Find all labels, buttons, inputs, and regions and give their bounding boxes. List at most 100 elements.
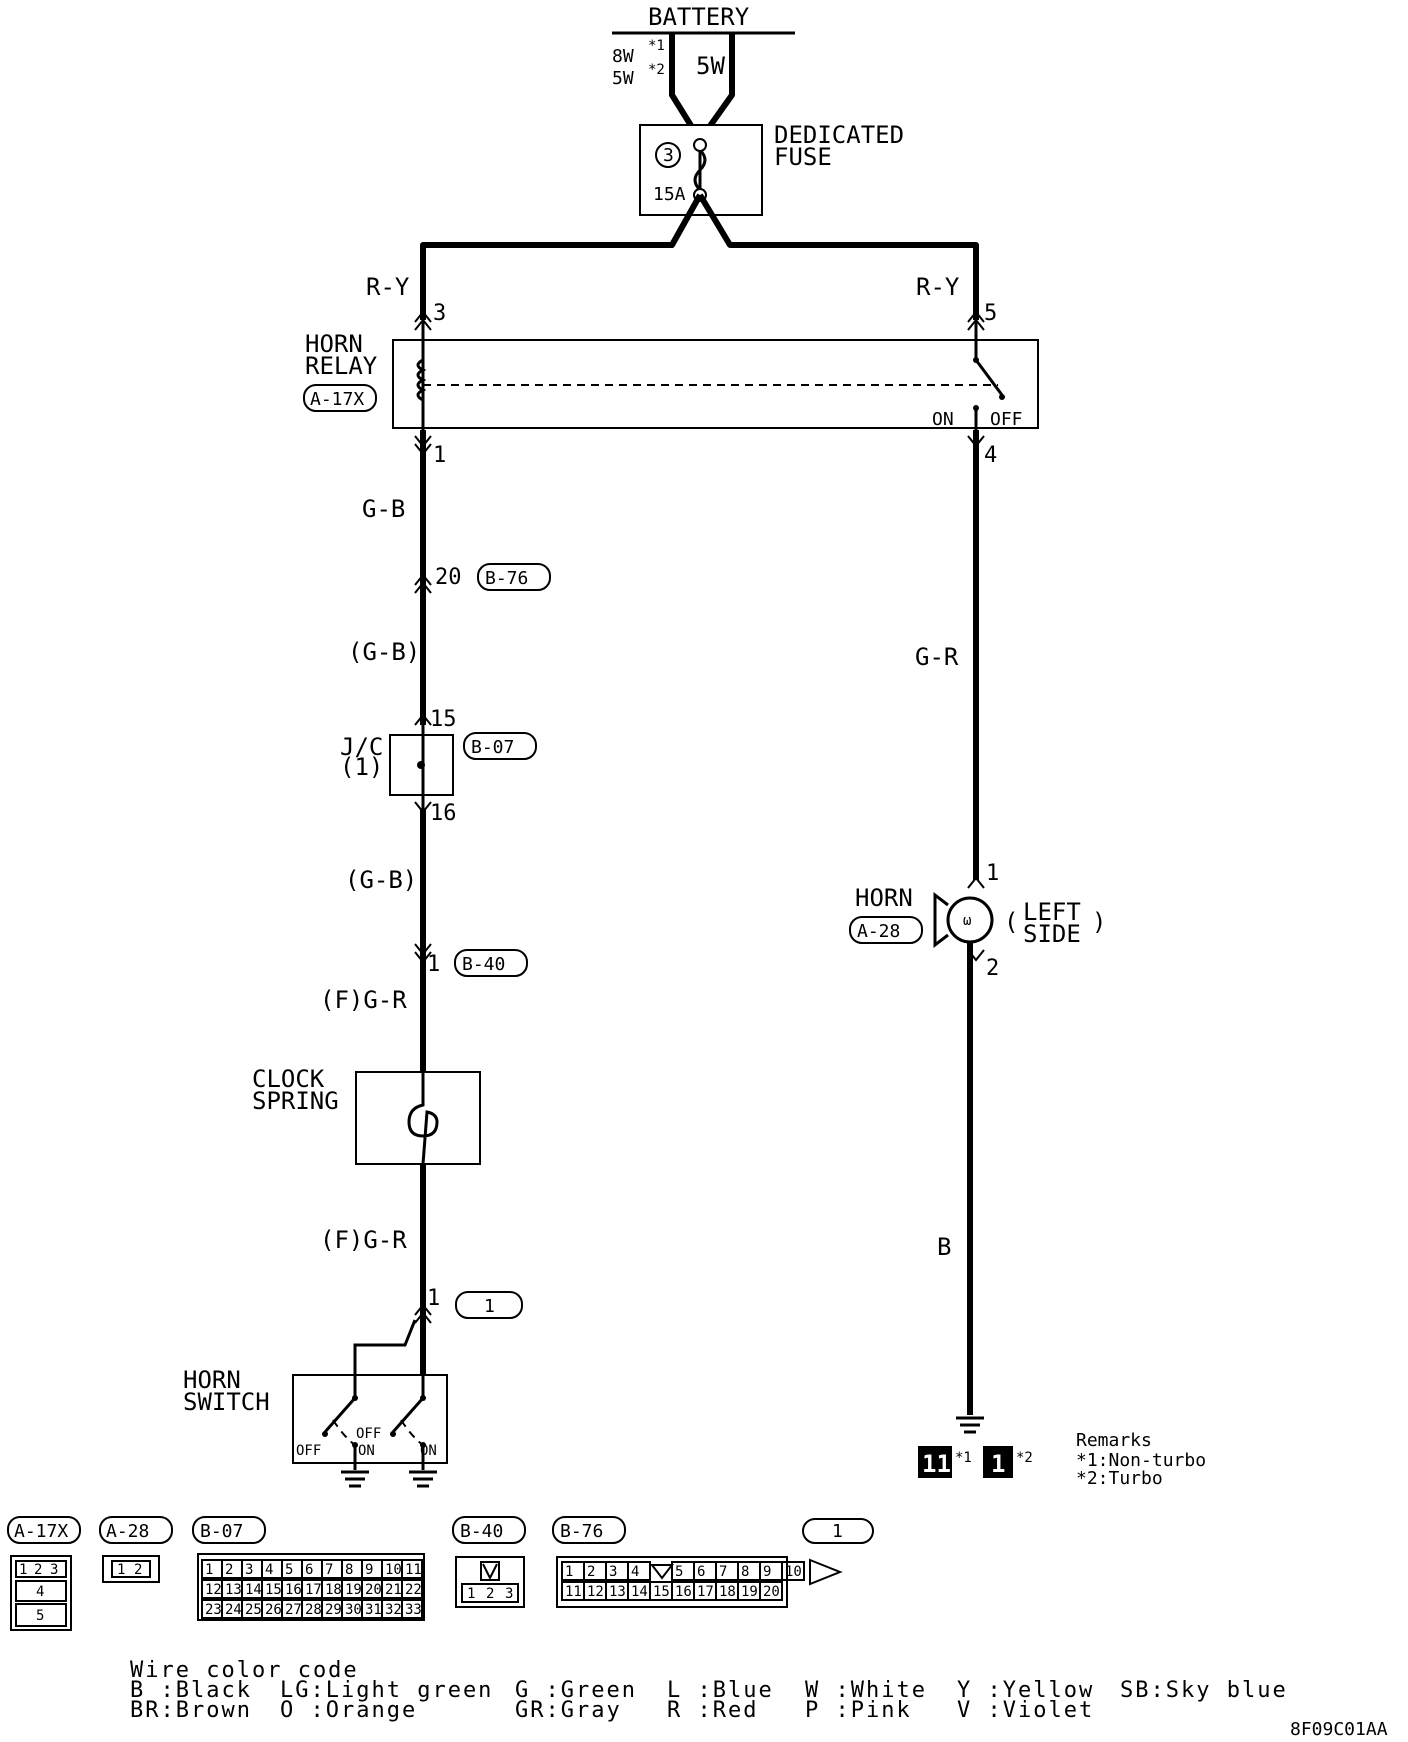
wire-label-gb: G-B (362, 495, 405, 523)
b76-view-label: B-76 (560, 1521, 603, 1542)
legend-item: SB:Sky blue (1120, 1678, 1288, 1703)
wire-label-gr: G-R (915, 643, 959, 671)
horn-label: HORN (855, 884, 913, 912)
a28-label: A-28 (106, 1521, 149, 1542)
b76-pin-label: 7 (719, 1564, 727, 1580)
b07-pin-label: 13 (225, 1582, 242, 1598)
svg-text:(: ( (1004, 908, 1018, 936)
b40-pin: 1 (427, 952, 440, 977)
b76-pin-label: 17 (697, 1584, 714, 1600)
relay-pin-5: 5 (984, 301, 997, 326)
b76-pin-label: 11 (565, 1584, 582, 1600)
b07-pin-label: 16 (285, 1582, 302, 1598)
legend-item: GR:Gray (515, 1698, 622, 1723)
ground-mark-1-note: *2 (1016, 1450, 1033, 1466)
relay-label-2: RELAY (305, 352, 378, 380)
b07-pin-label: 21 (385, 1582, 402, 1598)
b07-pin-label: 2 (225, 1562, 233, 1578)
b07-pin-label: 22 (405, 1582, 422, 1598)
horn-switch: OFF ON OFF ON HORN SWITCH (183, 1319, 448, 1488)
ground-symbol (956, 1416, 984, 1434)
b76-pin-label: 12 (587, 1584, 604, 1600)
horn-connector: A-28 (857, 921, 900, 942)
connector-b40: B-40 1 2 3 (452, 1516, 526, 1608)
horn-relay: ON OFF HORN RELAY A-17X (303, 310, 1039, 430)
wire-battery-left (697, 33, 735, 142)
b07-pin-label: 18 (325, 1582, 342, 1598)
remarks-title: Remarks (1076, 1430, 1152, 1451)
clock-spring-label-1: CLOCK (252, 1065, 325, 1093)
b07-pin-label: 7 (325, 1562, 333, 1578)
switch-connector: 1 (484, 1296, 495, 1317)
b76-pin-label: 13 (609, 1584, 626, 1600)
relay-pin-4: 4 (984, 443, 997, 468)
legend-item: V :Violet (957, 1698, 1094, 1723)
b07-pin-label: 32 (385, 1602, 402, 1618)
b40-view-label: B-40 (460, 1521, 503, 1542)
wire-label-fgr-2: (F)G-R (320, 1226, 407, 1254)
b07-pin-label: 26 (265, 1602, 282, 1618)
fuse-label-2: FUSE (774, 143, 832, 171)
b07-pin-label: 6 (305, 1562, 313, 1578)
wire-label-gb-3: (G-B) (345, 866, 417, 894)
relay-on-label: ON (932, 409, 954, 430)
horn-switch-label-1: HORN (183, 1366, 241, 1394)
fuse-number: 3 (663, 145, 674, 166)
relay-off-label: OFF (990, 409, 1023, 430)
b76-key (649, 1564, 675, 1580)
ground-mark-11: 11 (922, 1450, 951, 1478)
legend-item: B :Black (130, 1678, 252, 1703)
b07-pin-label: 5 (285, 1562, 293, 1578)
wire-label-fgr-1: (F)G-R (320, 986, 407, 1014)
b76-pin-label: 3 (609, 1564, 617, 1580)
remarks-line-2: *2:Turbo (1076, 1468, 1163, 1489)
relay-pin-1: 1 (433, 443, 446, 468)
connector-a17x: A-17X 1 2 3 4 5 (7, 1516, 81, 1631)
jc-label-1: J/C (340, 733, 383, 761)
battery: BATTERY 8W *1 5W *2 5W (612, 3, 795, 89)
b07-pin-label: 25 (245, 1602, 262, 1618)
b07-pin-label: 28 (305, 1602, 322, 1618)
horn: ω HORN A-28 ( LEFT SIDE ) (849, 876, 1106, 962)
b40-connector: B-40 (462, 954, 505, 975)
legend-item: W :White (805, 1678, 927, 1703)
b07-pin-label: 20 (365, 1582, 382, 1598)
svg-text:2: 2 (134, 1562, 142, 1578)
dedicated-fuse: 3 15A DEDICATED FUSE (639, 121, 904, 216)
svg-text:1: 1 (19, 1562, 27, 1578)
b76-pin (781, 1561, 805, 1581)
b76-pin-label: 4 (631, 1564, 639, 1580)
a17x-label: A-17X (14, 1521, 68, 1542)
b07-pin-label: 30 (345, 1602, 362, 1618)
b07-pin-label: 4 (265, 1562, 273, 1578)
b07-pin-label: 11 (405, 1562, 422, 1578)
svg-text:2: 2 (34, 1562, 42, 1578)
b76-pin-label: 8 (741, 1564, 749, 1580)
b07-pin-label: 1 (205, 1562, 213, 1578)
horn-pin-1: 1 (986, 861, 999, 886)
b76-pin-label: 1 (565, 1564, 573, 1580)
b76-connector: B-76 (485, 568, 528, 589)
legend-item: BR:Brown (130, 1698, 252, 1723)
b76-pin-label: 15 (653, 1584, 670, 1600)
clock-spring: CLOCK SPRING (252, 1065, 481, 1165)
b07-connector: B-07 (471, 737, 514, 758)
wire-label-ry-left: R-Y (366, 273, 410, 301)
remarks-line-1: *1:Non-turbo (1076, 1450, 1206, 1471)
relay-label-1: HORN (305, 330, 363, 358)
b07-pin (401, 1599, 423, 1619)
b07-pin (401, 1559, 423, 1579)
b07-view-label: B-07 (200, 1521, 243, 1542)
svg-text:3: 3 (50, 1562, 58, 1578)
svg-text:4: 4 (36, 1584, 44, 1600)
joint-connector: J/C (1) B-07 (340, 725, 537, 810)
b07-pin-label: 12 (205, 1582, 222, 1598)
b07-pin-label: 15 (265, 1582, 282, 1598)
jc-pin-15: 15 (430, 707, 457, 732)
battery-wire-5w-left: 5W (612, 68, 634, 89)
b76-pin-label: 16 (675, 1584, 692, 1600)
ground-marks: 11 *1 1 *2 (918, 1446, 1033, 1478)
figure-code: 8F09C01AA (1290, 1719, 1388, 1740)
